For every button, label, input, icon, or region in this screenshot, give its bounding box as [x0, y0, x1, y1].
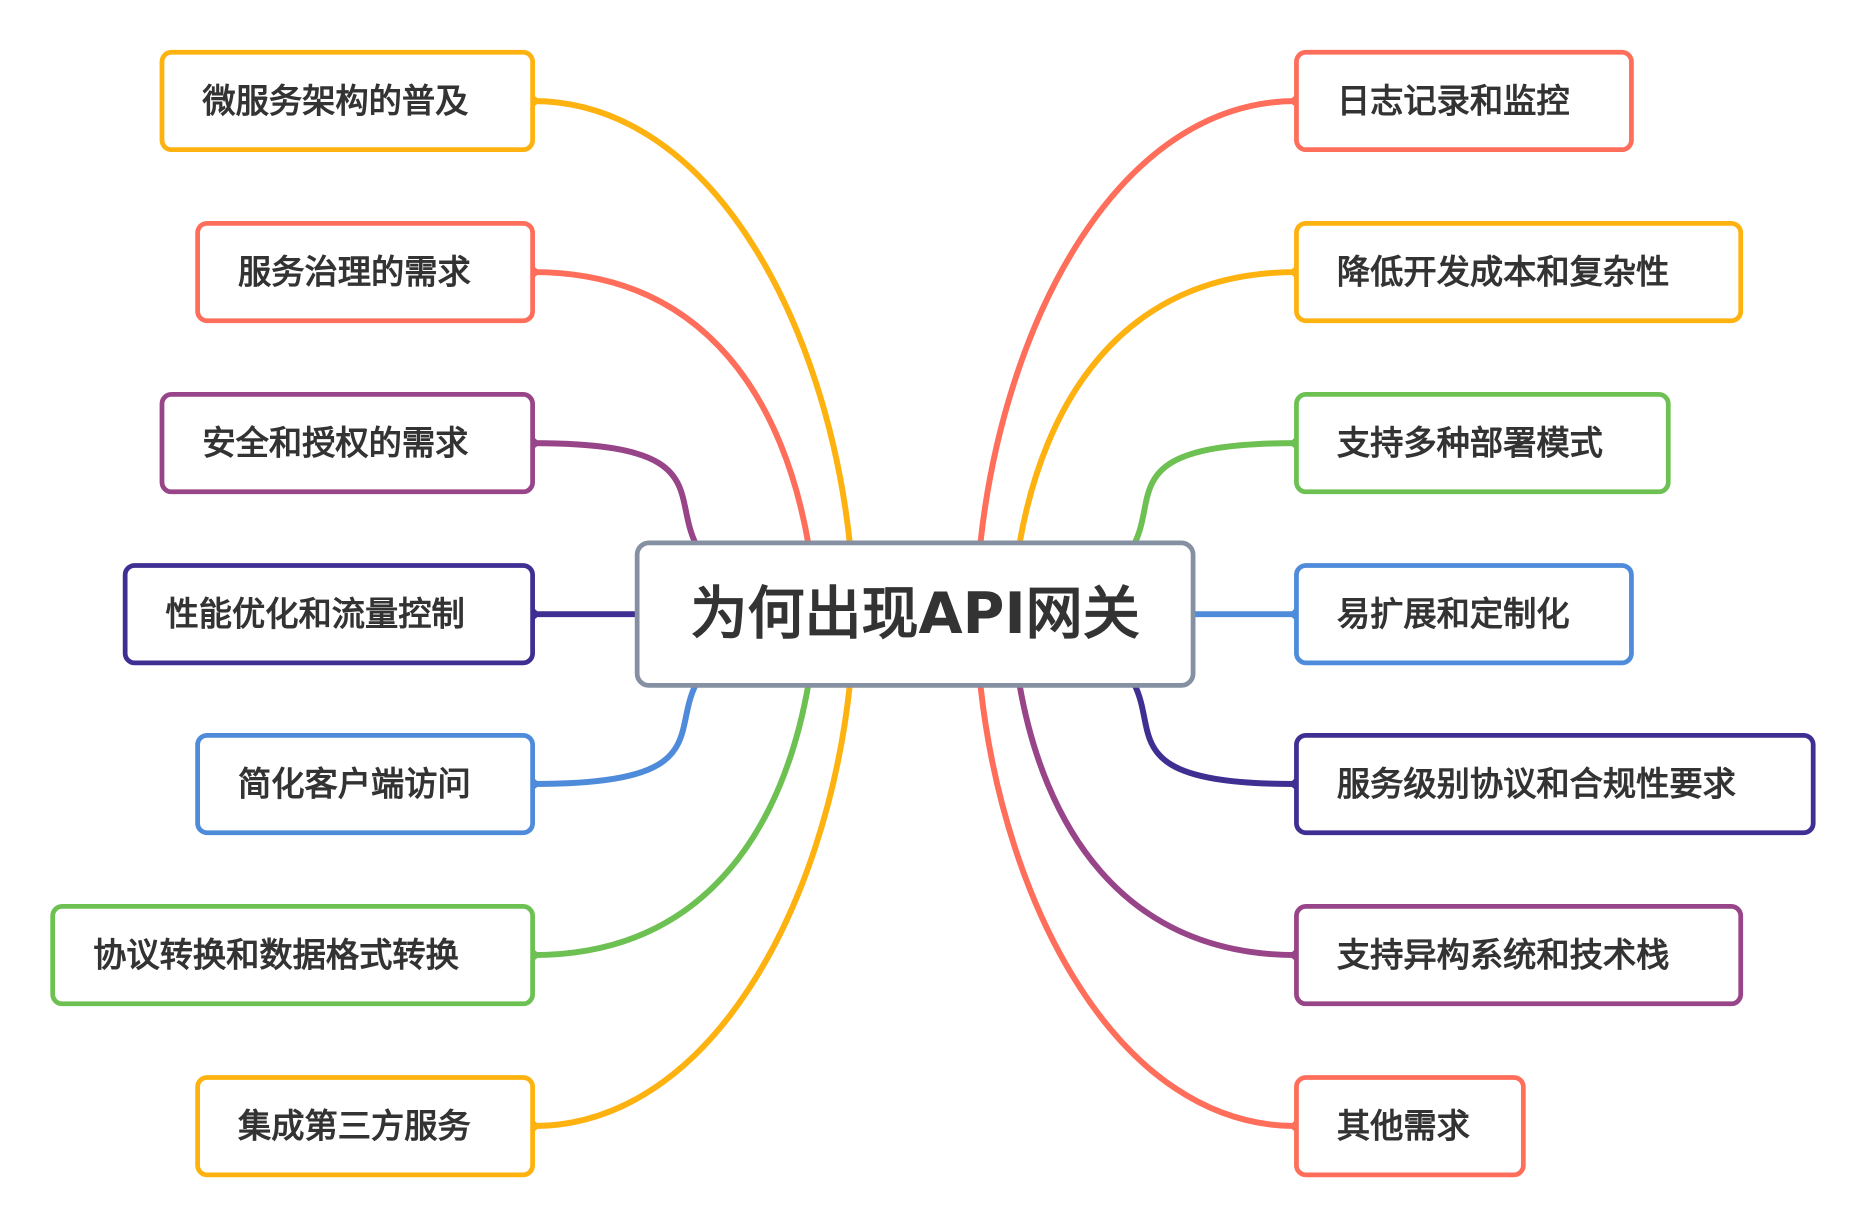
left-topic[interactable]: 安全和授权的需求: [159, 392, 535, 495]
branch-line-end: [1129, 680, 1302, 790]
topic-box[interactable]: [1294, 1075, 1526, 1178]
left-topic[interactable]: 协议转换和数据格式转换: [50, 904, 535, 1007]
right-topic[interactable]: 服务级别协议和合规性要求: [1294, 732, 1816, 836]
topic-label: 服务治理的需求: [238, 253, 472, 292]
branch-line: [529, 269, 812, 546]
topic-label: 微服务架构的普及: [201, 81, 469, 120]
branch-line: [977, 98, 1300, 546]
topic-box[interactable]: [1294, 732, 1816, 836]
topic-label: 集成第三方服务: [237, 1107, 472, 1146]
central-topic-title: 为何出现API网关: [691, 581, 1140, 647]
branch-line-end: [1129, 437, 1302, 549]
branch-line: [1016, 682, 1300, 959]
branches: [527, 95, 1302, 1132]
branch-line-end: [1014, 266, 1302, 549]
branch-line: [529, 682, 853, 1130]
left-topic[interactable]: 集成第三方服务: [195, 1075, 535, 1178]
left-topic[interactable]: 性能优化和流量控制: [122, 563, 535, 666]
topic-box[interactable]: [1294, 392, 1671, 495]
topic-label: 日志记录和监控: [1337, 81, 1570, 120]
topic-label: 协议转换和数据格式转换: [93, 936, 460, 975]
nodes: 微服务架构的普及服务治理的需求安全和授权的需求性能优化和流量控制简化客户端访问协…: [50, 49, 1816, 1178]
right-topic[interactable]: 日志记录和监控: [1294, 49, 1634, 153]
branch-line-end: [527, 437, 701, 549]
topic-label: 降低开发成本和复杂性: [1337, 253, 1670, 292]
topic-box[interactable]: [122, 563, 535, 666]
branch-line: [1131, 682, 1300, 788]
right-topic[interactable]: 降低开发成本和复杂性: [1294, 220, 1744, 324]
topic-label: 易扩展和定制化: [1337, 595, 1570, 634]
central-topic[interactable]: 为何出现API网关: [634, 540, 1196, 688]
topic-box[interactable]: [1294, 220, 1744, 324]
topic-label: 简化客户端访问: [238, 765, 471, 804]
topic-box[interactable]: [1294, 49, 1634, 153]
left-topic[interactable]: 简化客户端访问: [195, 732, 535, 836]
right-topic[interactable]: 支持异构系统和技术栈: [1294, 904, 1744, 1007]
right-topic[interactable]: 支持多种部署模式: [1294, 392, 1671, 495]
branch-line: [1131, 440, 1300, 546]
left-topic[interactable]: 微服务架构的普及: [159, 49, 535, 153]
branch-line: [529, 440, 699, 546]
topic-box[interactable]: [195, 220, 535, 324]
branch-line: [529, 682, 699, 788]
topic-box[interactable]: [50, 904, 535, 1007]
central-topic-box[interactable]: [634, 540, 1196, 688]
right-topic[interactable]: 其他需求: [1294, 1075, 1526, 1178]
branch-line: [529, 98, 853, 546]
branch-line-end: [527, 680, 814, 961]
branch-line-end: [527, 266, 814, 549]
branch-line: [1016, 269, 1300, 546]
topic-label: 服务级别协议和合规性要求: [1337, 765, 1737, 804]
topic-label: 性能优化和流量控制: [166, 595, 465, 634]
branch-line-end: [1014, 680, 1302, 961]
right-topic[interactable]: 易扩展和定制化: [1294, 563, 1634, 666]
topic-label: 支持异构系统和技术栈: [1337, 936, 1670, 975]
topic-label: 其他需求: [1337, 1107, 1471, 1146]
topic-label: 支持多种部署模式: [1337, 424, 1603, 463]
left-topic[interactable]: 服务治理的需求: [195, 220, 535, 324]
topic-box[interactable]: [1294, 563, 1634, 666]
branch-line-end: [527, 680, 701, 790]
topic-box[interactable]: [1294, 904, 1744, 1007]
branch-line: [529, 682, 812, 959]
topic-box[interactable]: [195, 732, 535, 836]
topic-box[interactable]: [159, 392, 535, 495]
topic-box[interactable]: [195, 1075, 535, 1178]
topic-label: 安全和授权的需求: [202, 424, 469, 463]
branch-line: [977, 682, 1300, 1130]
topic-box[interactable]: [159, 49, 535, 153]
